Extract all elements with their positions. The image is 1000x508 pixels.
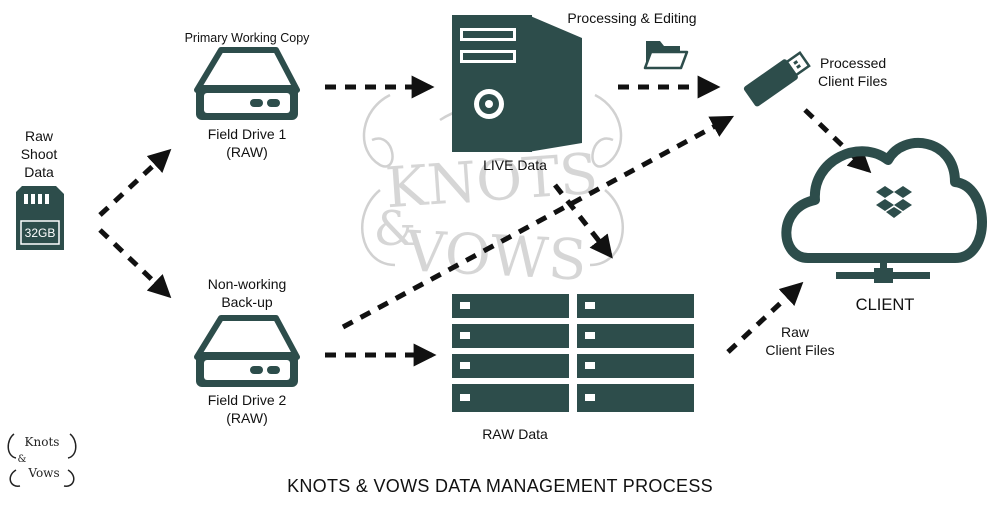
dropbox-icon bbox=[876, 186, 912, 218]
arrow-workstation-to-server bbox=[553, 183, 613, 259]
arrow-usb-to-client bbox=[803, 108, 872, 174]
usb-label-line1: Processed bbox=[820, 55, 887, 71]
sd-card-icon: 32GB bbox=[16, 186, 64, 250]
field-drive-1-label: Field Drive 1 bbox=[207, 126, 287, 142]
arrow-sd-to-drive1 bbox=[98, 148, 172, 217]
server-label: RAW Data bbox=[482, 426, 548, 442]
server-rack-icon bbox=[452, 294, 694, 412]
raw-client-label-line2: Client Files bbox=[765, 342, 835, 358]
sd-card-label-line1: Raw bbox=[24, 128, 53, 144]
logo-amp: & bbox=[18, 454, 27, 465]
field-drive-2-label: Field Drive 2 bbox=[207, 392, 287, 408]
field-drive-1-caption: Primary Working Copy bbox=[184, 31, 310, 45]
svg-text:&: & bbox=[374, 201, 417, 257]
field-drive-2-icon bbox=[194, 315, 300, 387]
field-drive-2-caption-line2: Back-up bbox=[221, 294, 273, 310]
usb-label-line2: Client Files bbox=[818, 73, 888, 89]
workstation-caption: Processing & Editing bbox=[567, 10, 697, 26]
folder-icon bbox=[643, 41, 689, 70]
sd-card-label-line2: Shoot bbox=[20, 146, 58, 162]
computer-tower-icon bbox=[452, 15, 582, 152]
cloud-dropbox-icon bbox=[781, 138, 987, 283]
logo-line2: Vows bbox=[27, 466, 59, 480]
arrow-server-to-client bbox=[726, 281, 804, 354]
knots-and-vows-watermark: KNOTS & VOWS bbox=[361, 93, 624, 294]
arrow-drive2-to-usb bbox=[341, 115, 735, 330]
raw-client-label-line1: Raw bbox=[780, 324, 809, 340]
knots-and-vows-logo: Knots & Vows bbox=[7, 433, 77, 487]
sd-card-label-line3: Data bbox=[24, 164, 54, 180]
diagram-title: KNOTS & VOWS DATA MANAGEMENT PROCESS bbox=[287, 476, 713, 496]
field-drive-2-caption-line1: Non-working bbox=[207, 276, 287, 292]
svg-text:VOWS: VOWS bbox=[403, 219, 588, 293]
logo-line1: Knots bbox=[25, 435, 60, 449]
usb-drive-icon bbox=[743, 51, 811, 107]
workstation-label: LIVE Data bbox=[483, 157, 547, 173]
field-drive-1-icon bbox=[194, 47, 300, 120]
client-label: CLIENT bbox=[855, 296, 915, 314]
arrow-sd-to-drive2 bbox=[98, 228, 172, 299]
field-drive-2-sublabel: (RAW) bbox=[226, 410, 268, 426]
field-drive-1-sublabel: (RAW) bbox=[226, 144, 268, 160]
sd-card-capacity: 32GB bbox=[25, 226, 56, 240]
